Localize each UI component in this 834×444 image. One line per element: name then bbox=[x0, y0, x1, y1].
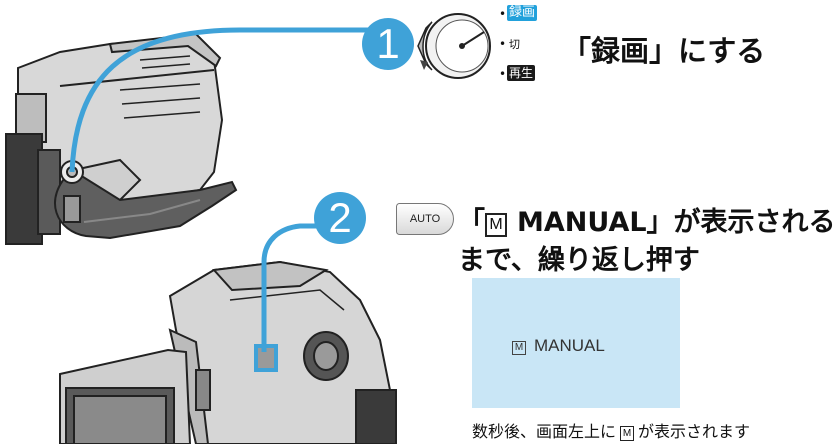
mode-dial-icon bbox=[417, 13, 491, 79]
screen-mode-text: MANUAL bbox=[534, 336, 605, 355]
lcd-screen-preview: M MANUAL bbox=[472, 278, 680, 408]
caption-after: が表示されます bbox=[638, 422, 751, 441]
camcorder-top-icon bbox=[5, 32, 238, 245]
step-2-instruction-text: MANUAL」が表示される bbox=[517, 207, 834, 238]
step-2-badge: 2 bbox=[314, 192, 366, 244]
dial-dot-rec: • bbox=[499, 7, 507, 21]
auto-button[interactable]: AUTO bbox=[396, 203, 454, 235]
step-1-instruction: 「録画」にする bbox=[562, 34, 766, 68]
manual-mode-icon: M bbox=[485, 213, 507, 237]
camcorder-bottom-icon bbox=[59, 260, 397, 444]
dial-rec-label: 録画 bbox=[507, 5, 538, 21]
step-2-instruction-line2: まで、繰り返し押す bbox=[458, 245, 700, 276]
dial-dot-play: • bbox=[499, 67, 507, 81]
step-2-instruction-line1: 「M MANUAL」が表示される bbox=[458, 200, 834, 239]
dial-off-label: 切 bbox=[509, 38, 520, 51]
caption-before: 数秒後、画面左上に bbox=[472, 422, 617, 441]
bracket-open: 「 bbox=[458, 207, 485, 238]
step-1-badge: 1 bbox=[362, 18, 414, 70]
dial-dot-off: • bbox=[499, 37, 507, 51]
screen-manual-icon: M bbox=[512, 341, 526, 355]
dial-play-label: 再生 bbox=[507, 65, 536, 81]
auto-button-label: AUTO bbox=[409, 213, 441, 225]
caption-manual-icon: M bbox=[620, 426, 635, 441]
screen-mode-display: M MANUAL bbox=[512, 336, 605, 356]
